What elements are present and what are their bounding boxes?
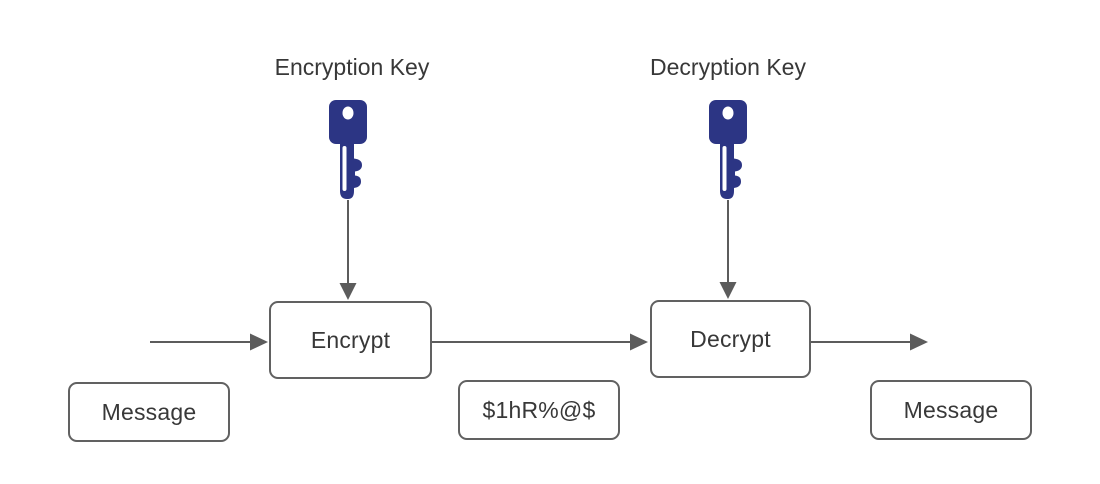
decrypt-box-label: Decrypt <box>690 325 771 352</box>
arrow-decryption-key-to-decrypt <box>719 200 737 299</box>
arrow-into-encrypt <box>150 333 268 351</box>
message-output-label: Message <box>903 396 999 423</box>
ciphertext-label: $1hR%@$ <box>482 396 596 423</box>
decryption-key-icon <box>708 100 748 200</box>
arrow-encrypt-to-decrypt <box>432 333 648 351</box>
arrow-out-of-decrypt <box>811 333 928 351</box>
message-output-box: Message <box>870 380 1032 440</box>
decrypt-box: Decrypt <box>650 300 811 378</box>
encryption-key-label: Encryption Key <box>274 54 430 80</box>
arrow-encryption-key-to-encrypt <box>339 200 357 300</box>
encrypt-box-label: Encrypt <box>310 326 391 353</box>
message-input-label: Message <box>101 398 197 425</box>
encryption-key-icon <box>328 100 368 200</box>
message-input-box: Message <box>68 382 230 442</box>
ciphertext-box: $1hR%@$ <box>458 380 620 440</box>
decryption-key-label: Decryption Key <box>650 54 806 80</box>
encrypt-box: Encrypt <box>269 301 432 379</box>
